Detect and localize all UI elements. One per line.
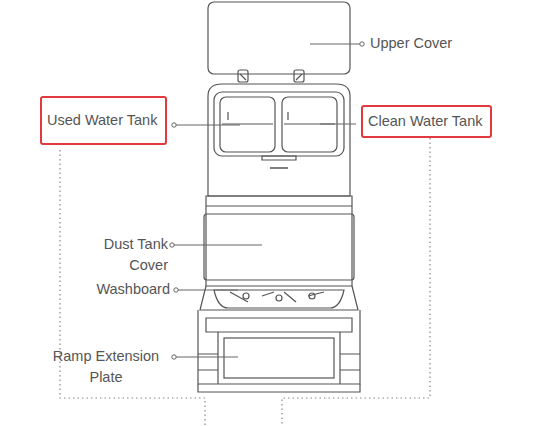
part-label: Dust Tank Cover	[78, 234, 168, 276]
part-label: Ramp Extension Plate	[44, 346, 168, 388]
part-label: Used Water Tank	[47, 112, 160, 128]
part-label: Washboard	[50, 279, 170, 300]
part-label: Clean Water Tank	[368, 113, 485, 129]
highlight-box: Clean Water Tank	[361, 105, 492, 138]
part-label: Upper Cover	[370, 33, 530, 54]
highlight-box: Used Water Tank	[40, 96, 167, 145]
